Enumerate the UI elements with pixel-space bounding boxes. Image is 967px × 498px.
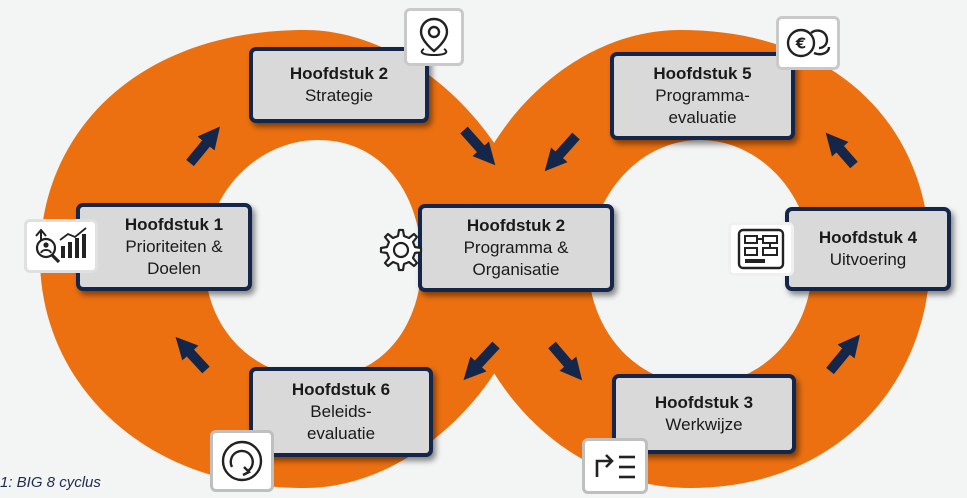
box-line: Programma-	[655, 86, 750, 105]
arrow-h6-to-h1	[175, 336, 210, 374]
box-title: Hoofdstuk 5	[653, 64, 752, 83]
box-h6-beleidsevaluatie: Hoofdstuk 6 Beleids- evaluatie	[249, 367, 433, 457]
euro-coins-icon: €	[776, 16, 840, 70]
box-title: Hoofdstuk 6	[291, 380, 391, 399]
box-line: Strategie	[304, 86, 374, 105]
box-title: Hoofdstuk 1	[124, 215, 224, 234]
redo-list-icon	[582, 438, 648, 494]
box-line: Prioriteiten &	[125, 237, 223, 256]
box-h2-programma-organisatie: Hoofdstuk 2 Programma & Organisatie	[418, 204, 614, 292]
arrow-center-to-h3	[548, 341, 583, 381]
box-line: Beleids-	[310, 402, 372, 421]
box-line: Werkwijze	[665, 415, 743, 434]
box-line: Organisatie	[472, 260, 560, 279]
box-line: evaluatie	[668, 108, 737, 127]
box-title: Hoofdstuk 3	[654, 393, 754, 412]
box-title: Hoofdstuk 4	[818, 228, 918, 247]
gear-icon	[372, 222, 426, 276]
box-title: Hoofdstuk 2	[289, 64, 389, 83]
arrow-center-to-h6	[463, 341, 500, 381]
arrow-h1-to-h2	[186, 126, 220, 167]
figure-caption: 1: BIG 8 cyclus	[0, 474, 101, 491]
box-h1-prioriteiten: Hoofdstuk 1 Prioriteiten & Doelen	[76, 203, 252, 291]
arrow-h5-to-center-right	[544, 132, 580, 172]
arrow-h2-to-center-left	[460, 126, 496, 166]
box-h5-programma-evaluatie: Hoofdstuk 5 Programma- evaluatie	[610, 52, 795, 140]
box-line: Doelen	[147, 259, 201, 278]
arrow-h3-to-h4	[826, 334, 860, 375]
cycle-icon	[210, 430, 274, 492]
box-line: evaluatie	[306, 424, 376, 443]
workflow-icon	[728, 222, 794, 276]
box-line: Programma &	[463, 238, 569, 257]
svg-text:€: €	[795, 35, 806, 53]
box-h2-strategie: Hoofdstuk 2 Strategie	[249, 47, 429, 123]
box-h3-werkwijze: Hoofdstuk 3 Werkwijze	[612, 374, 796, 454]
analytics-magnifier-icon	[24, 219, 98, 273]
box-h4-uitvoering: Hoofdstuk 4 Uitvoering	[785, 207, 951, 291]
location-pin-icon	[404, 8, 464, 66]
box-line: Uitvoering	[829, 250, 907, 269]
arrow-h4-to-h5	[825, 132, 858, 169]
box-title: Hoofdstuk 2	[466, 216, 566, 235]
